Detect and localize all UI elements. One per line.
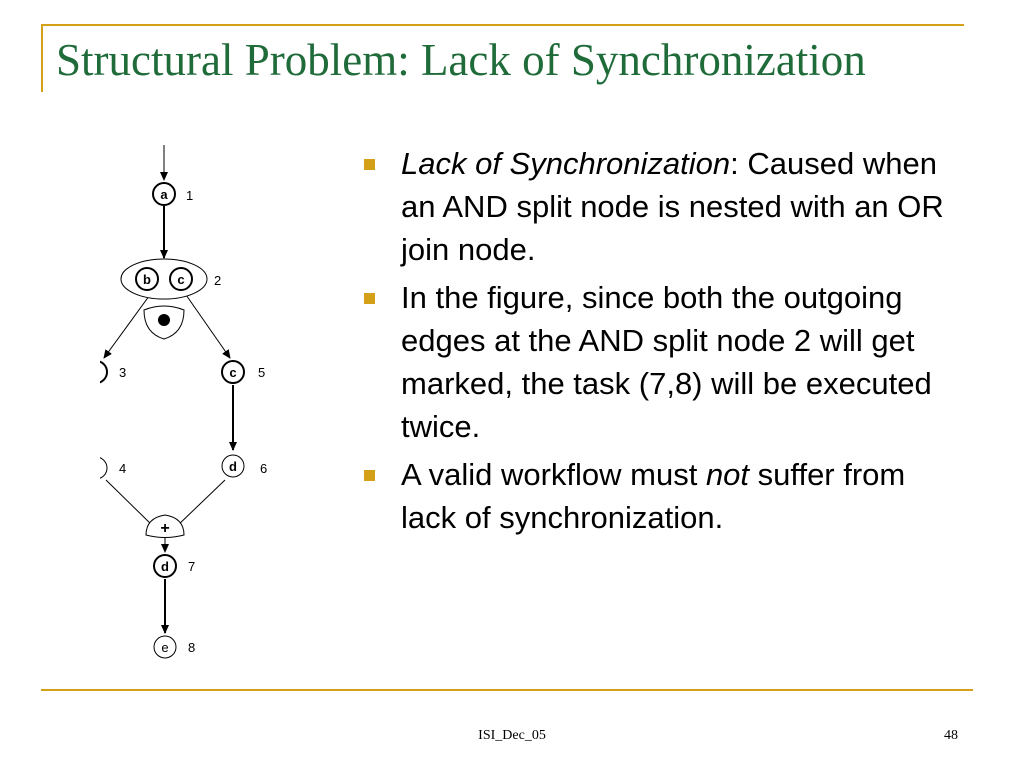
node-e8: e 8 (153, 635, 195, 659)
bullet-item: In the figure, since both the outgoing e… (364, 276, 964, 448)
node-b-in-split: b (135, 267, 159, 291)
node-a: a 1 (152, 182, 193, 206)
bullet-square-icon (364, 293, 375, 304)
node-d7: d 7 (153, 554, 195, 578)
node-d4: d 4 (100, 457, 126, 479)
node-label: e (161, 640, 168, 655)
bullet-item: Lack of Synchronization: Caused when an … (364, 142, 964, 271)
node-number: 1 (186, 188, 193, 203)
node-label: d (161, 559, 169, 574)
page-number: 48 (944, 728, 958, 743)
and-split-group (120, 258, 208, 300)
node-label: a (160, 187, 168, 202)
edge-d6-join (174, 479, 226, 529)
node-number: 7 (188, 559, 195, 574)
bullet-text: suffer from lack of synchronization. (401, 457, 906, 535)
node-d6: d 6 (221, 454, 267, 478)
join-symbol: + (160, 520, 169, 537)
node-number: 2 (214, 273, 221, 288)
node-b3: b 3 (100, 360, 126, 384)
bullet-text: In the figure, since both the outgoing e… (401, 280, 932, 444)
footer-divider (41, 689, 973, 691)
bullet-list: Lack of Synchronization: Caused when an … (364, 142, 964, 544)
node-c-in-split: c 2 (169, 267, 221, 291)
node-number: 5 (258, 365, 265, 380)
and-join-region (145, 514, 185, 538)
bullet-text: A valid workflow must (401, 457, 706, 492)
node-label: c (177, 272, 184, 287)
edge-c-c5 (183, 291, 231, 359)
node-label: c (229, 365, 236, 380)
title-accent-bar (41, 24, 43, 92)
workflow-diagram: + a 1 b c 2 b 3 c 5 d 4 d 6 d 7 e (100, 145, 267, 659)
slide-title: Structural Problem: Lack of Synchronizat… (56, 35, 866, 85)
bullet-text-italic: Lack of Synchronization (401, 146, 731, 181)
marking-token (158, 314, 170, 326)
bullet-text-italic: not (705, 457, 750, 492)
node-number: 6 (260, 461, 267, 476)
bullet-item: A valid workflow must not suffer from la… (364, 453, 964, 539)
node-number: 3 (119, 365, 126, 380)
footer-label: ISI_Dec_05 (478, 728, 546, 743)
node-label: d (229, 459, 237, 474)
node-number: 4 (119, 461, 126, 476)
edge-d4-join (105, 479, 156, 529)
node-number: 8 (188, 640, 195, 655)
node-c5: c 5 (221, 360, 265, 384)
node-label: b (143, 272, 151, 287)
bullet-square-icon (364, 470, 375, 481)
bullet-text: : Caused when an AND split node is neste… (401, 146, 944, 267)
title-accent-line (41, 24, 964, 26)
bullet-square-icon (364, 159, 375, 170)
edge-b-b3 (103, 291, 153, 359)
